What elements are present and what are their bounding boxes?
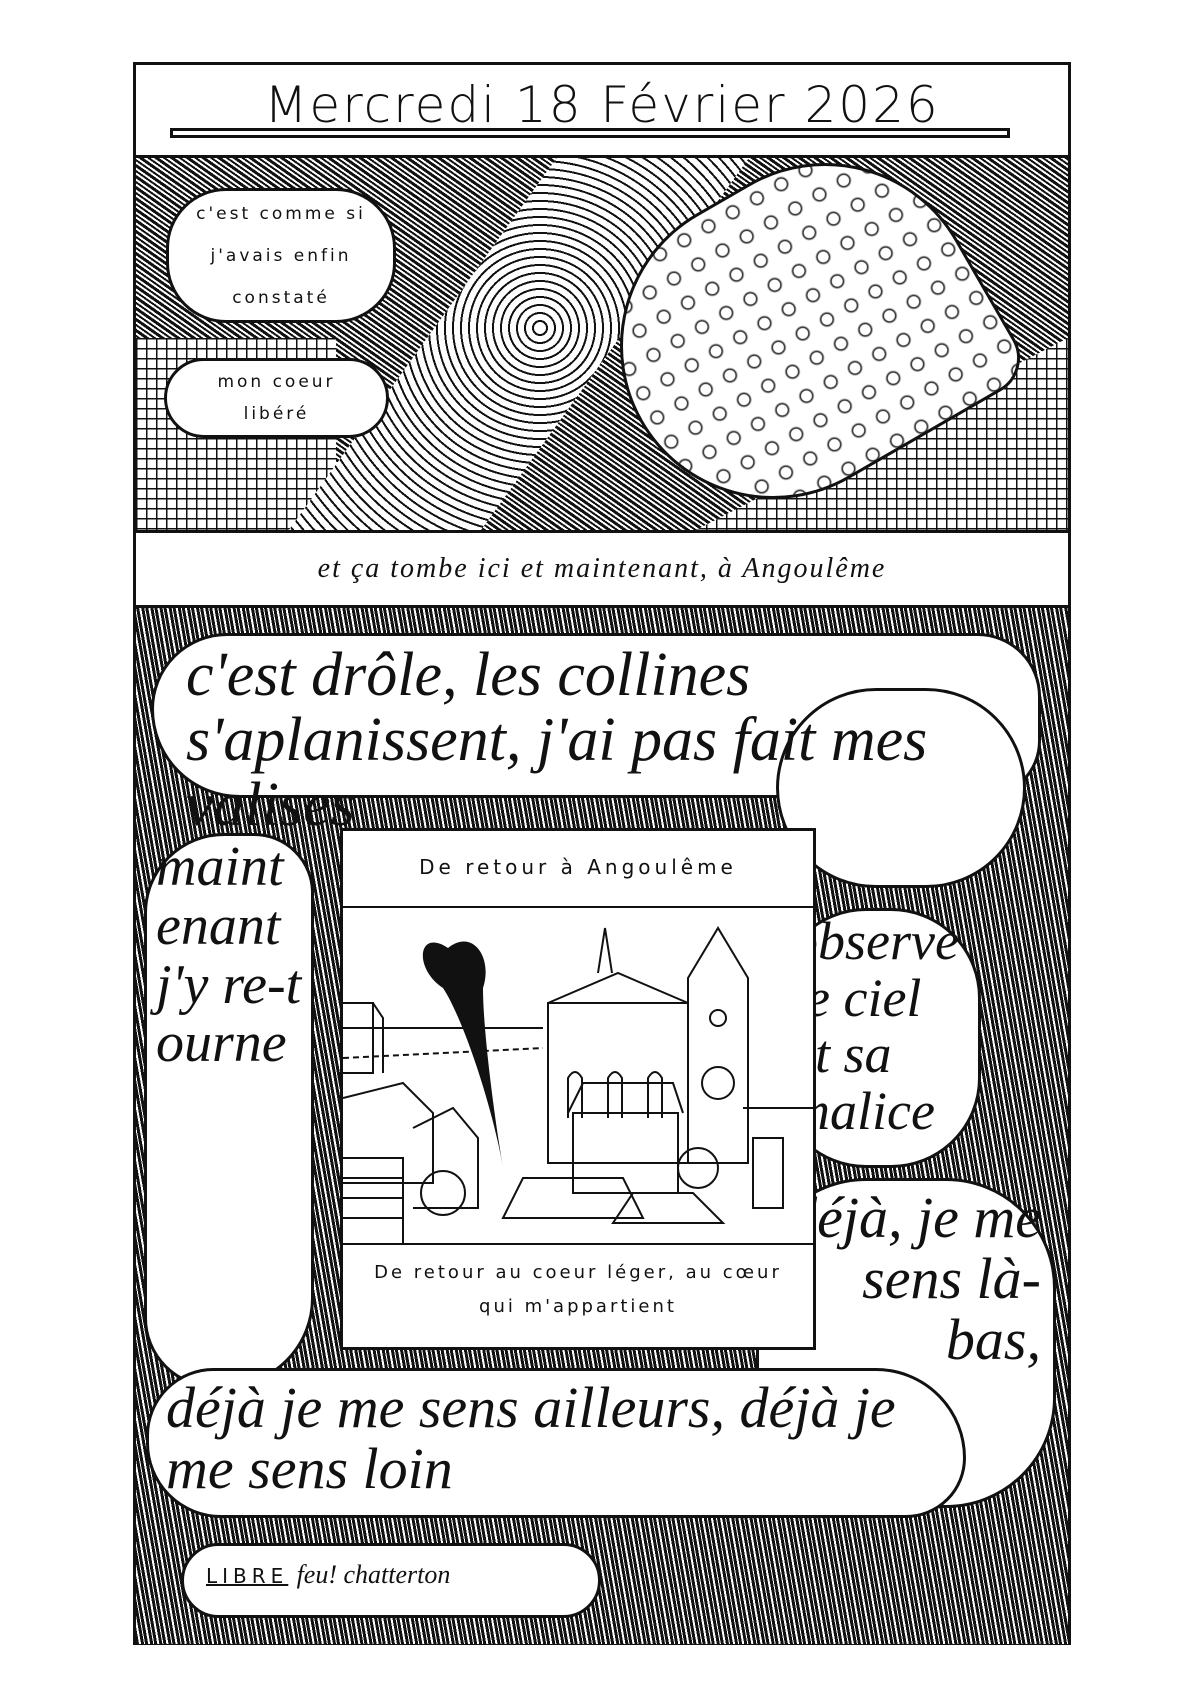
panel-heart-freed: c'est comme si j'avais enfin constaté mo… [136, 158, 1068, 530]
song-credit: Libre feu! chatterton [206, 1560, 450, 1590]
town-illustration [343, 906, 813, 1245]
top-handwritten-text: c'est drôle, les collines s'aplanissent,… [186, 641, 928, 840]
song-artist: feu! chatterton [296, 1560, 451, 1589]
right-handwritten-text: observe le ciel et sa malice [791, 911, 959, 1142]
header: Mercredi 18 Février 2026 [133, 62, 1071, 158]
cloud-bottom [146, 1368, 966, 1518]
right-bottom-handwritten-text: déjà, je me sens là-bas, [788, 1185, 1041, 1372]
left-handwritten-text: maintenant j'y re-tourne [156, 836, 302, 1075]
song-title: Libre [206, 1564, 289, 1588]
speech-bubble-bottom: mon coeur libéré [164, 358, 389, 438]
speech-bubble-top: c'est comme si j'avais enfin constaté [166, 188, 396, 323]
picture-title: De retour à Angoulême [419, 855, 737, 879]
bubble-top-text: c'est comme si j'avais enfin constaté [196, 203, 366, 308]
bottom-handwritten-text: déjà je me sens ailleurs, déjà je me sen… [166, 1375, 896, 1501]
picture-frame: De retour à Angoulême [340, 828, 816, 1350]
picture-caption: De retour au coeur léger, au cœur qui m'… [374, 1262, 782, 1317]
page-title: Mercredi 18 Février 2026 [264, 76, 940, 134]
caption-text: et ça tombe ici et maintenant, à Angoulê… [317, 553, 887, 584]
cloud-top-right [776, 688, 1026, 888]
title-underline [170, 128, 1010, 138]
bubble-bottom-text: mon coeur libéré [217, 372, 336, 424]
cathedral-drawing [343, 926, 813, 1243]
cloud-credit [181, 1543, 601, 1618]
caption-strip: et ça tombe ici et maintenant, à Angoulê… [136, 530, 1068, 608]
